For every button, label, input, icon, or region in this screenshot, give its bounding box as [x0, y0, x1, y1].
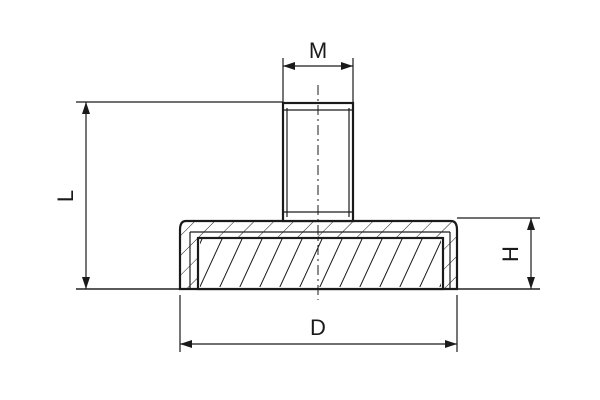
label-d: D [310, 315, 326, 340]
dimension-d: D [179, 295, 458, 352]
dimension-h: H [457, 217, 540, 290]
label-h: H [498, 246, 523, 262]
label-m: M [309, 38, 327, 63]
dimension-m: M [282, 38, 354, 103]
magnet-insert [189, 231, 451, 291]
label-l: L [53, 190, 78, 202]
